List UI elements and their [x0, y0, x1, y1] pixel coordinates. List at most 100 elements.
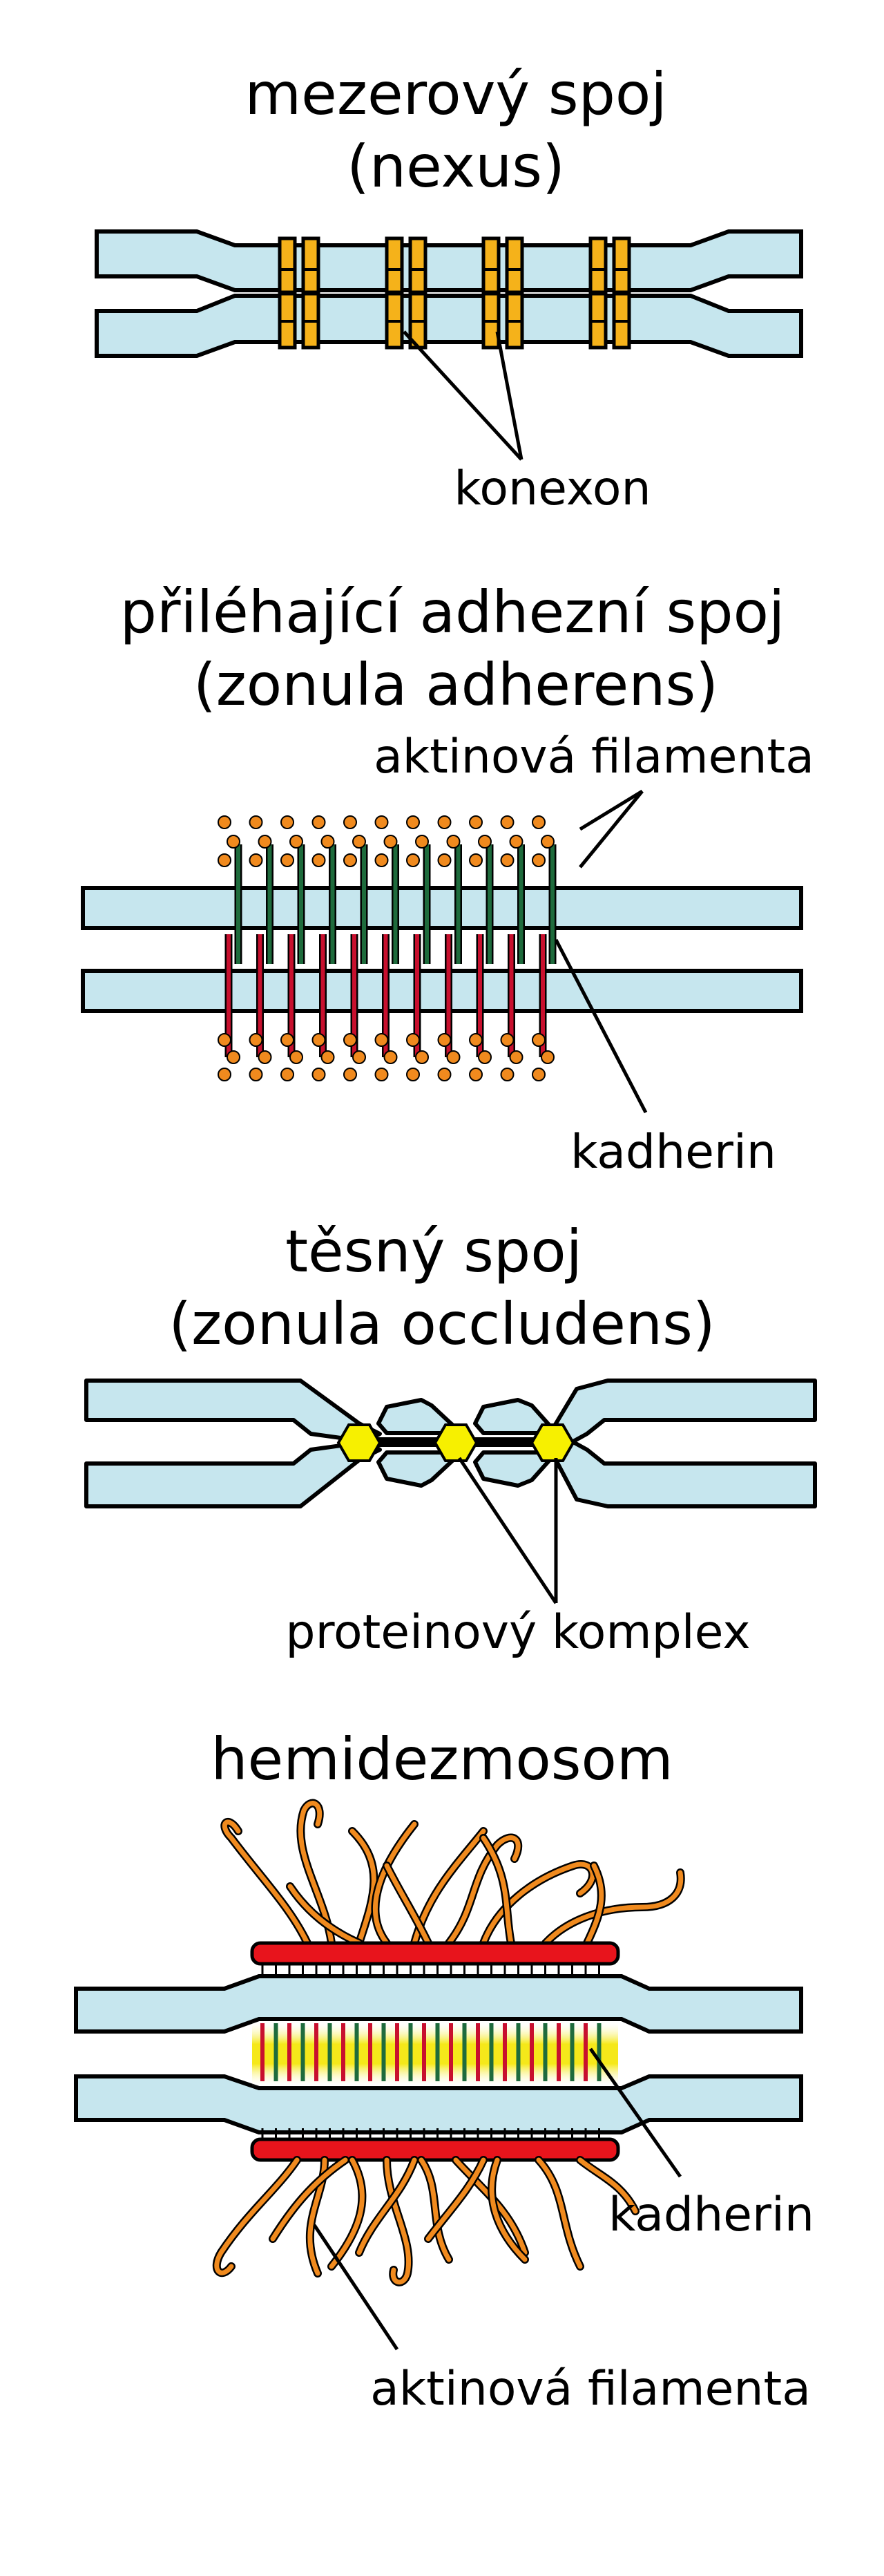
- connexon-4-upper-1: [588, 236, 608, 294]
- connexon-label: konexon: [454, 462, 651, 516]
- actin-dot: [218, 815, 231, 829]
- actin-filament: [543, 1870, 684, 1946]
- upper-membrane: [95, 229, 803, 292]
- actin-dot: [218, 1033, 231, 1047]
- middle-cell-a-upper: [376, 1398, 454, 1435]
- hemidesmosome-title: hemidezmosom: [211, 1725, 673, 1793]
- connexon-3-upper-2: [505, 236, 524, 294]
- lower-membrane: [81, 969, 803, 1013]
- upper-plaque: [250, 1941, 620, 1966]
- actin-dot: [509, 835, 523, 849]
- actin-dot: [383, 835, 398, 849]
- actin-dot: [374, 1068, 389, 1081]
- gap-junction-membranes: [95, 229, 803, 358]
- actin-dot: [227, 1050, 240, 1064]
- actin-filament: [384, 1863, 431, 1946]
- actin-dot: [320, 835, 335, 849]
- hemidesmosome-callout-lines: [312, 2047, 682, 2351]
- connexon-1-upper-2: [301, 236, 320, 294]
- connexon-callout-lines: [403, 330, 523, 461]
- actin-dot: [500, 1033, 515, 1047]
- protein-complex-group: [336, 1423, 575, 1462]
- actin-dot: [289, 835, 303, 849]
- cadherin-label: kadherin: [570, 1125, 776, 1180]
- gap-junction-title-line2: (nexus): [347, 133, 565, 200]
- actin-dot: [374, 1033, 389, 1047]
- actin-dot: [227, 835, 240, 849]
- actin-dot: [541, 1050, 555, 1064]
- actin-dot: [532, 1068, 546, 1081]
- actin-dot: [415, 835, 429, 849]
- hemidesmosome-cadherin-label: kadherin: [608, 2188, 814, 2242]
- actin-dot: [249, 815, 263, 829]
- adherens-title-line2: (zonula adherens): [193, 651, 718, 719]
- actin-dot: [437, 1033, 452, 1047]
- actin-filament: [419, 2157, 452, 2262]
- actin-dot: [415, 1050, 429, 1064]
- actin-filament: [329, 2157, 365, 2269]
- actin-dot: [280, 853, 294, 867]
- gap-junction-title-line1: mezerový spoj: [244, 60, 666, 128]
- adherens-callout-lines: [554, 789, 648, 1114]
- actin-dot: [406, 1068, 420, 1081]
- actin-dot: [500, 853, 515, 867]
- lower-membrane: [95, 294, 803, 358]
- adherens-junction-panel: přiléhající adhezní spoj (zonula adheren…: [81, 578, 814, 1180]
- actin-dot: [509, 1050, 523, 1064]
- actin-filament: [270, 2157, 348, 2242]
- actin-dot: [343, 1033, 357, 1047]
- actin-filament: [536, 2157, 583, 2269]
- actin-dot: [437, 1068, 452, 1081]
- protein-complex-label: proteinový komplex: [285, 1605, 750, 1660]
- intercellular-glow: [252, 2021, 618, 2087]
- connexon-2-upper-1: [385, 236, 404, 294]
- actin-dot: [374, 815, 389, 829]
- actin-dot: [469, 815, 483, 829]
- upper-membrane: [74, 1974, 803, 2034]
- actin-dot: [289, 1050, 303, 1064]
- protein-complex-callout-lines: [457, 1457, 558, 1604]
- tight-membranes: [84, 1379, 817, 1508]
- actin-dot: [343, 1068, 357, 1081]
- actin-dot: [249, 1033, 263, 1047]
- actin-dot: [437, 815, 452, 829]
- actin-dot: [320, 1050, 335, 1064]
- protein-complex-3: [530, 1423, 575, 1462]
- actin-dot: [406, 815, 420, 829]
- actin-filament-label: aktinová filamenta: [374, 730, 814, 784]
- actin-filament: [222, 1819, 310, 1946]
- actin-dot: [352, 835, 366, 849]
- actin-dot: [383, 1050, 398, 1064]
- actin-filament: [425, 2157, 486, 2242]
- tight-title-line2: (zonula occludens): [169, 1290, 715, 1358]
- actin-filament: [584, 1863, 604, 1946]
- actin-dot: [311, 1033, 326, 1047]
- actin-dot: [446, 1050, 461, 1064]
- actin-dot: [478, 1050, 492, 1064]
- tight-title-line1: těsný spoj: [285, 1218, 582, 1285]
- actin-dot: [532, 815, 546, 829]
- actin-dot: [218, 853, 231, 867]
- actin-dot: [406, 1033, 420, 1047]
- protein-complex-1: [336, 1423, 382, 1462]
- connexon-2-upper-2: [408, 236, 427, 294]
- hemidesmosome-actin-label: aktinová filamenta: [370, 2362, 811, 2416]
- actin-dot: [500, 815, 515, 829]
- right-lower-membrane: [547, 1440, 817, 1508]
- hemidesmosome-panel: hemidezmosom kadherin aktinová filamenta: [74, 1725, 814, 2416]
- actin-dot: [280, 815, 294, 829]
- upper-membrane: [81, 886, 803, 930]
- actin-dot: [469, 1068, 483, 1081]
- actin-filament: [577, 2157, 638, 2214]
- actin-dot: [352, 1050, 366, 1064]
- plaque-anchors: [261, 1964, 600, 2141]
- actin-dot: [249, 853, 263, 867]
- actin-dot: [469, 1033, 483, 1047]
- gap-junction-panel: mezerový spoj (nexus) konexon: [95, 60, 803, 516]
- middle-cell-a-lower: [376, 1450, 454, 1488]
- actin-dot: [541, 835, 555, 849]
- actin-dot: [374, 853, 389, 867]
- left-lower-membrane: [84, 1440, 382, 1508]
- actin-filament: [356, 2157, 417, 2255]
